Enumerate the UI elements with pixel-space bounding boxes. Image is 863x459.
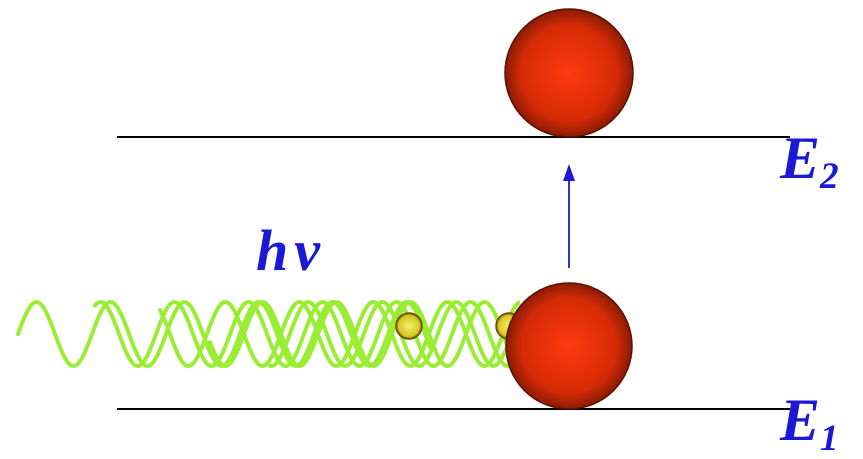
atom-excited-state-icon <box>504 8 634 138</box>
upper-level-label: E2 <box>780 125 839 198</box>
photon-wave-icon <box>16 299 520 369</box>
photon-particle-icon <box>395 312 423 340</box>
photon-energy-label: hν <box>256 218 326 283</box>
photon-wave-line <box>208 299 520 369</box>
energy-level-diagram <box>16 8 790 410</box>
atom-ground-state-icon <box>505 282 633 410</box>
excitation-arrowhead-icon <box>563 164 575 181</box>
lower-level-label: E1 <box>780 387 839 459</box>
photon-wave-line <box>93 299 520 369</box>
photon-wave-line <box>268 299 520 368</box>
